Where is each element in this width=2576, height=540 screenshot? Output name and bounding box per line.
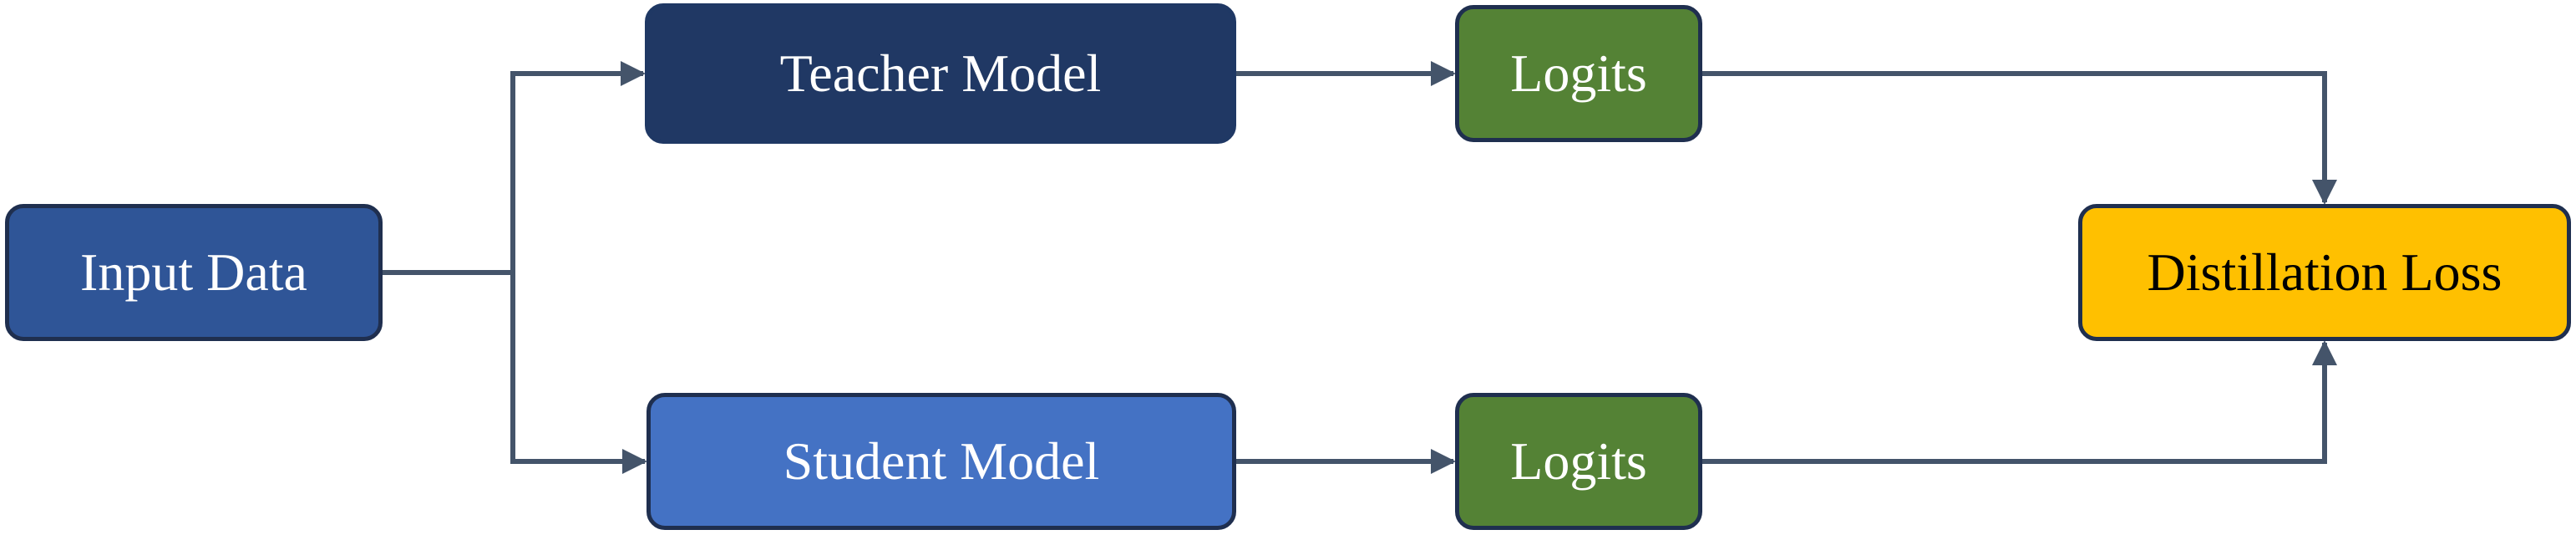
edge-input-to-teacher bbox=[383, 61, 646, 275]
student-model-node: Student Model bbox=[647, 393, 1236, 530]
edge-input-to-student bbox=[510, 273, 647, 474]
distillation-loss-node: Distillation Loss bbox=[2078, 204, 2571, 341]
student-model-label: Student Model bbox=[783, 431, 1100, 491]
edge-student-logits-to-loss bbox=[1702, 340, 2337, 464]
input-data-node: Input Data bbox=[5, 204, 383, 341]
student-logits-label: Logits bbox=[1510, 431, 1647, 491]
teacher-model-label: Teacher Model bbox=[779, 43, 1102, 103]
student-logits-node: Logits bbox=[1455, 393, 1702, 530]
distillation-loss-label: Distillation Loss bbox=[2147, 242, 2502, 302]
input-data-label: Input Data bbox=[80, 242, 307, 302]
edge-teacher-logits-to-loss bbox=[1702, 71, 2337, 205]
teacher-logits-node: Logits bbox=[1455, 5, 1702, 142]
teacher-model-node: Teacher Model bbox=[645, 3, 1236, 144]
teacher-logits-label: Logits bbox=[1510, 43, 1647, 103]
